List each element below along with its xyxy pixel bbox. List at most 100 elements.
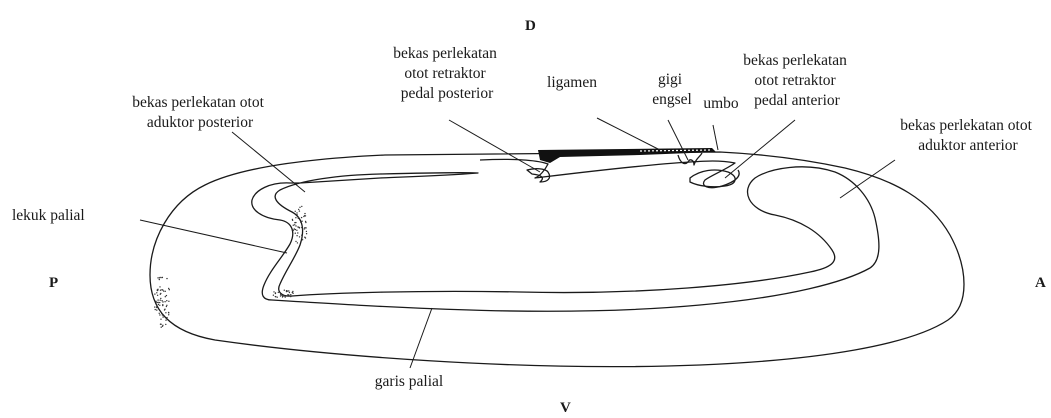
stipple-dot: [294, 224, 295, 225]
stipple-dot: [289, 292, 290, 293]
stipple-dot: [161, 277, 162, 278]
stippling: [154, 206, 307, 328]
stipple-dot: [299, 236, 300, 237]
leader-posterior-pedal: [449, 120, 540, 172]
label-hinge-teeth: gigi engsel: [652, 71, 692, 108]
stipple-dot: [296, 235, 297, 236]
stipple-dot: [296, 214, 297, 215]
hinge-line: [480, 159, 739, 187]
stipple-dot: [296, 230, 297, 231]
stipple-dot: [298, 227, 299, 228]
stipple-dot: [294, 228, 295, 229]
stipple-dot: [299, 210, 300, 211]
stipple-dot: [157, 295, 158, 296]
label-pallial-sinus: lekuk palial: [12, 207, 85, 224]
label-posterior-adductor-scar: bekas perlekatan otot aduktor posterior: [132, 94, 268, 131]
stipple-dot: [155, 301, 156, 302]
orientation-anterior: A: [1035, 275, 1046, 291]
stipple-dot: [282, 296, 283, 297]
stipple-dot: [290, 294, 291, 295]
stipple-dot: [277, 297, 278, 298]
stipple-dot: [280, 295, 281, 296]
leader-anterior-pedal: [725, 120, 795, 178]
stipple-dot: [169, 289, 170, 290]
stipple-dot: [162, 301, 163, 302]
stipple-dot: [292, 228, 293, 229]
stipple-dot: [304, 228, 305, 229]
label-posterior-pedal-retractor-scar: bekas perlekatan otot retraktor pedal po…: [393, 45, 501, 102]
stipple-dot: [155, 309, 156, 310]
stipple-dot: [168, 288, 169, 289]
stipple-dot: [165, 296, 166, 297]
stipple-dot: [162, 314, 163, 315]
stipple-dot: [165, 324, 166, 325]
leader-umbo: [713, 125, 718, 150]
stipple-dot: [285, 296, 286, 297]
leader-pallial-line: [410, 308, 432, 368]
stipple-dot: [159, 286, 160, 287]
stipple-dot: [289, 295, 290, 296]
stipple-dot: [154, 293, 155, 294]
stipple-dot: [278, 292, 279, 293]
stipple-dot: [161, 300, 162, 301]
pallial-line-outline: [252, 167, 879, 311]
stipple-dot: [300, 222, 301, 223]
stipple-dot: [275, 296, 276, 297]
stipple-dot: [160, 324, 161, 325]
stipple-dot: [160, 319, 161, 320]
stipple-dot: [297, 232, 298, 233]
label-anterior-adductor-scar: bekas perlekatan otot aduktor anterior: [900, 117, 1036, 154]
stipple-dot: [293, 225, 294, 226]
stipple-dot: [159, 313, 160, 314]
stipple-dot: [156, 307, 157, 308]
stipple-dot: [168, 312, 169, 313]
stipple-dot: [160, 277, 161, 278]
stipple-dot: [157, 277, 158, 278]
stipple-dot: [158, 304, 159, 305]
stipple-dot: [298, 209, 299, 210]
stipple-dot: [295, 211, 296, 212]
stipple-dot: [301, 227, 302, 228]
stipple-dot: [156, 292, 157, 293]
stipple-dot: [163, 290, 164, 291]
stipple-dot: [166, 306, 167, 307]
stipple-dot: [156, 309, 157, 310]
leader-hinge-teeth: [668, 120, 688, 160]
stipple-dot: [290, 296, 291, 297]
stipple-dot: [166, 305, 167, 306]
stipple-dot: [273, 291, 274, 292]
stipple-dot: [160, 300, 161, 301]
orientation-posterior: P: [49, 275, 58, 291]
stipple-dot: [159, 302, 160, 303]
stipple-dot: [301, 206, 302, 207]
stipple-dot: [287, 294, 288, 295]
stipple-dot: [162, 304, 163, 305]
stipple-dot: [295, 233, 296, 234]
stipple-dot: [159, 305, 160, 306]
stipple-dot: [165, 291, 166, 292]
label-anterior-pedal-retractor-scar: bekas perlekatan otot retraktor pedal an…: [743, 52, 851, 109]
orientation-ventral: V: [560, 400, 571, 416]
stipple-dot: [304, 215, 305, 216]
stipple-dot: [281, 295, 282, 296]
stipple-dot: [286, 290, 287, 291]
stipple-dot: [284, 290, 285, 291]
stipple-dot: [301, 235, 302, 236]
stipple-dot: [302, 228, 303, 229]
stipple-dot: [295, 222, 296, 223]
stipple-dot: [302, 239, 303, 240]
label-ligament: ligamen: [547, 74, 597, 91]
stipple-dot: [162, 325, 163, 326]
stipple-dot: [305, 221, 306, 222]
stipple-dot: [166, 317, 167, 318]
stipple-dot: [156, 302, 157, 303]
stipple-dot: [300, 241, 301, 242]
stipple-dot: [166, 278, 167, 279]
stipple-dot: [168, 314, 169, 315]
stipple-dot: [160, 294, 161, 295]
stipple-dot: [304, 227, 305, 228]
leader-ligament: [597, 118, 660, 150]
stipple-dot: [157, 289, 158, 290]
